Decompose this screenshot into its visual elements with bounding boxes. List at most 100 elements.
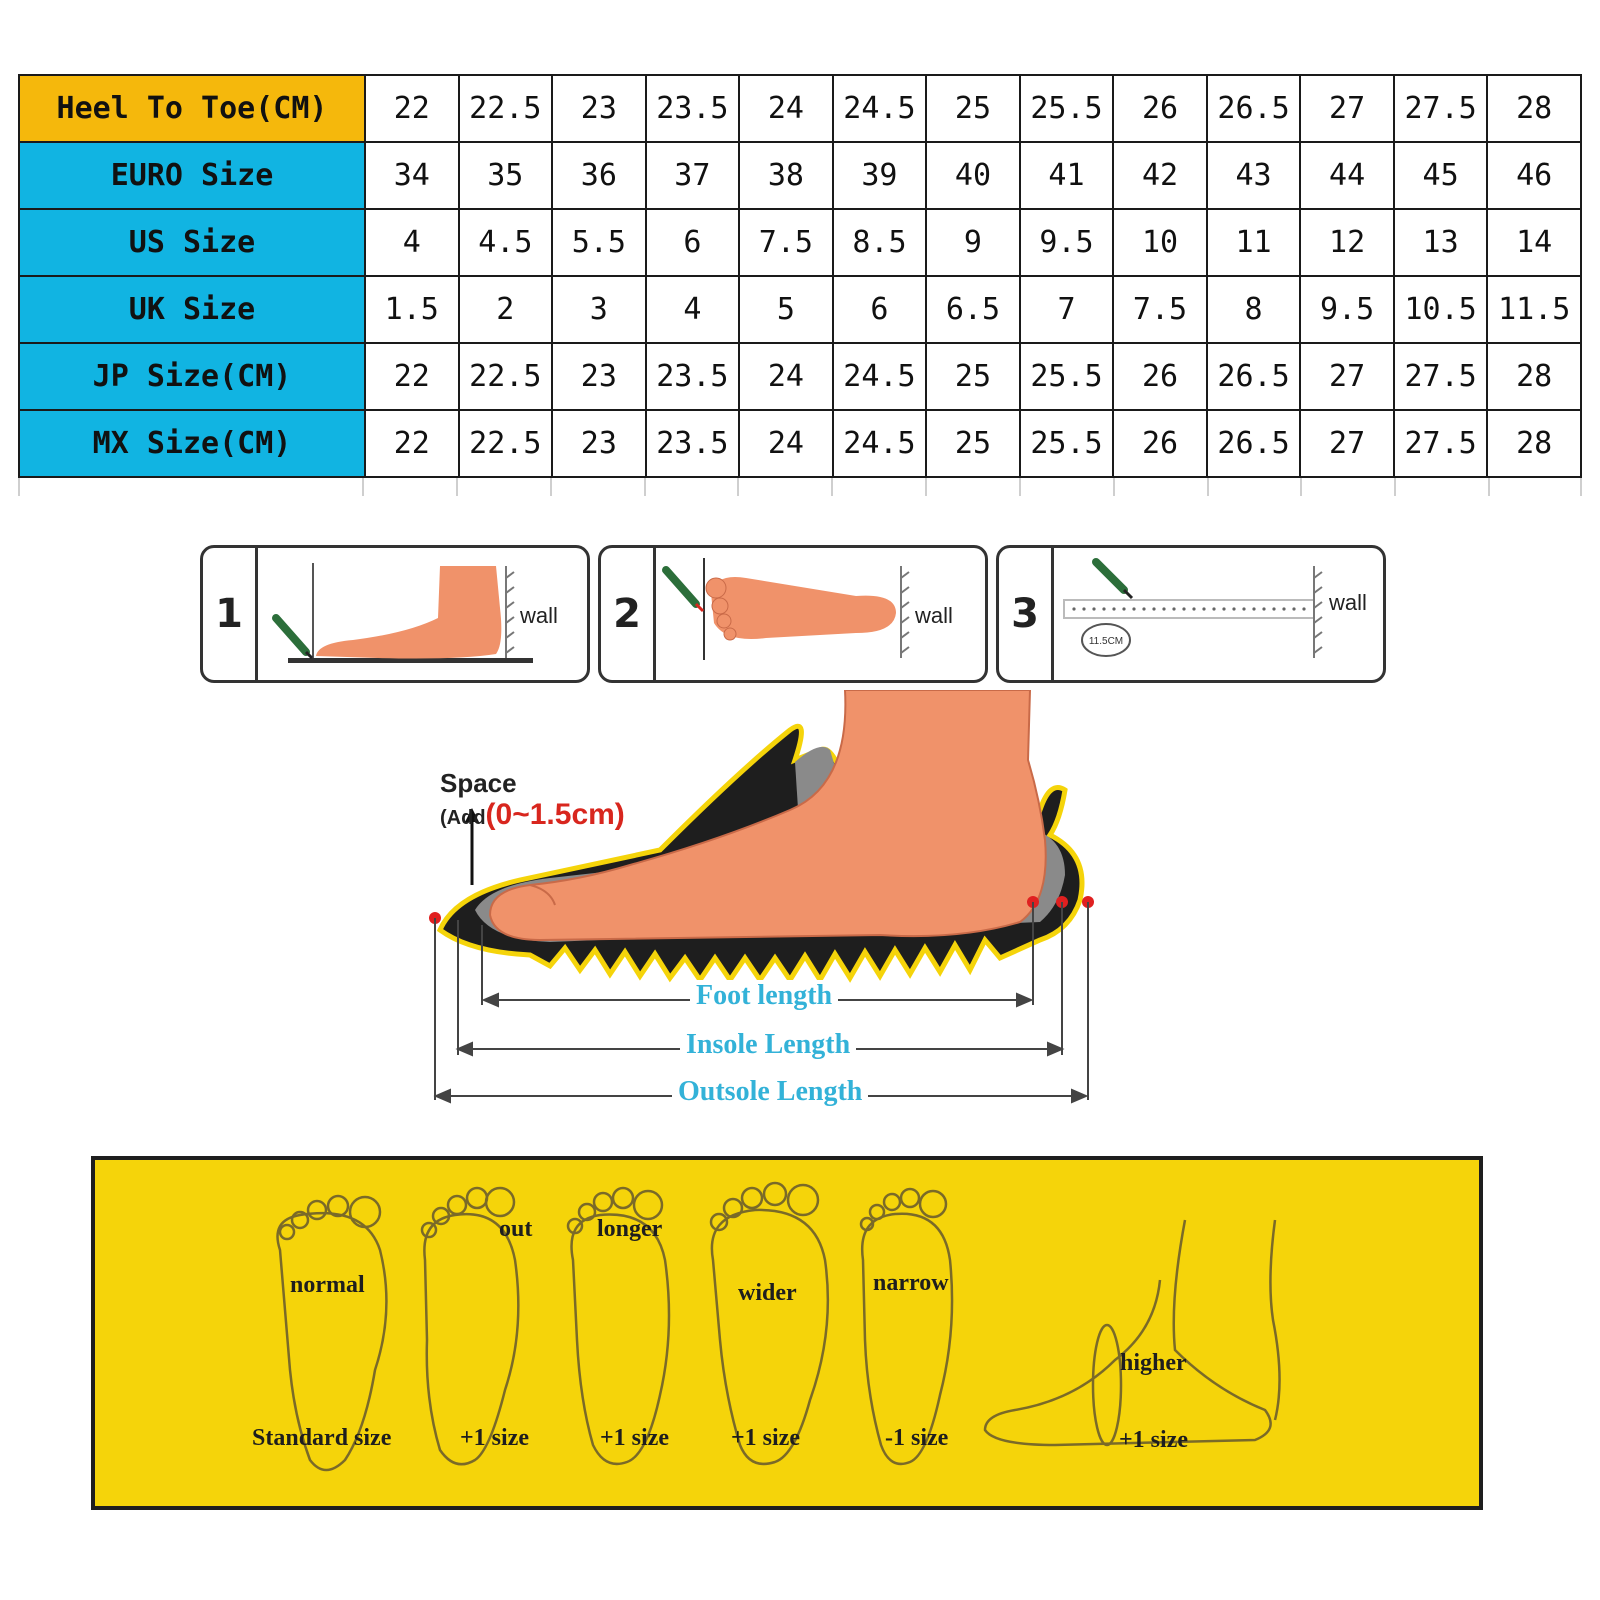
size-cell: 8 xyxy=(1205,275,1302,344)
size-cell: 28 xyxy=(1486,409,1582,478)
table-tick xyxy=(925,478,928,496)
step-1-panel: 1 wall xyxy=(200,545,590,683)
foot-type-label: longer xyxy=(597,1216,663,1242)
size-cell: 22.5 xyxy=(457,342,554,411)
size-cell: 37 xyxy=(644,141,741,210)
size-cell: 6 xyxy=(644,208,741,277)
table-tick xyxy=(455,478,458,496)
size-cell: 42 xyxy=(1112,141,1208,210)
size-advice-label: +1 size xyxy=(731,1425,800,1451)
narrow-foot-outline xyxy=(859,1187,954,1466)
size-cell: 6 xyxy=(831,275,928,344)
ruler-readout: 11.5CM xyxy=(1089,636,1123,647)
table-tick xyxy=(18,478,20,496)
size-cell: 38 xyxy=(738,141,834,210)
size-cell: 27.5 xyxy=(1392,342,1489,411)
size-cell: 24.5 xyxy=(831,342,928,411)
size-cell: 7 xyxy=(1018,275,1115,344)
pen-icon xyxy=(272,614,314,660)
size-cell: 24 xyxy=(738,74,834,143)
step-2-panel: 2 wall xyxy=(598,545,988,683)
size-cell: 10.5 xyxy=(1392,275,1489,344)
size-cell: 5.5 xyxy=(551,208,647,277)
size-cell: 9 xyxy=(925,208,1021,277)
table-tick xyxy=(1580,478,1582,496)
step-3-number: 3 xyxy=(999,548,1054,680)
size-cell: 22.5 xyxy=(457,74,554,143)
size-cell: 27 xyxy=(1299,74,1395,143)
outsole-length-label: Outsole Length xyxy=(672,1076,869,1108)
size-cell: 45 xyxy=(1392,141,1489,210)
wider-foot-outline xyxy=(709,1181,830,1466)
size-advice-label: Standard size xyxy=(252,1425,392,1451)
wall-label: wall xyxy=(915,603,953,628)
size-cell: 26.5 xyxy=(1205,409,1302,478)
size-advice-label: +1 size xyxy=(1119,1427,1188,1453)
size-cell: 11.5 xyxy=(1486,275,1582,344)
table-tick xyxy=(1018,478,1021,496)
size-cell: 43 xyxy=(1205,141,1302,210)
longer-foot-outline xyxy=(566,1186,671,1466)
size-row-header: EURO Size xyxy=(18,141,366,210)
size-cell: 25 xyxy=(925,74,1021,143)
size-advice-label: +1 size xyxy=(460,1425,529,1451)
size-advice-label: -1 size xyxy=(885,1425,949,1451)
normal-foot-outline xyxy=(276,1194,388,1472)
space-add-value: (0~1.5cm) xyxy=(485,798,625,831)
table-tick xyxy=(1394,478,1397,496)
size-cell: 35 xyxy=(457,141,554,210)
size-cell: 4.5 xyxy=(457,208,554,277)
size-cell: 26.5 xyxy=(1205,74,1302,143)
size-cell: 22 xyxy=(364,74,460,143)
higher-foot-outline xyxy=(983,1219,1281,1447)
foot-type-label: narrow xyxy=(873,1270,949,1296)
size-cell: 26 xyxy=(1112,342,1208,411)
size-cell: 13 xyxy=(1392,208,1489,277)
size-cell: 40 xyxy=(925,141,1021,210)
table-tick xyxy=(362,478,364,496)
size-cell: 22.5 xyxy=(457,409,554,478)
table-tick xyxy=(1112,478,1115,496)
size-cell: 24.5 xyxy=(831,74,928,143)
size-cell: 3 xyxy=(551,275,647,344)
space-title: Space xyxy=(440,768,517,798)
out-foot-outline xyxy=(420,1186,520,1466)
shoe-length-diagram xyxy=(429,690,1094,1104)
step-3-panel: 3 11.5CM wall xyxy=(996,545,1386,683)
size-cell: 34 xyxy=(364,141,460,210)
foot-type-label: normal xyxy=(290,1272,365,1298)
size-row-header: Heel To Toe(CM) xyxy=(18,74,366,143)
size-cell: 6.5 xyxy=(925,275,1021,344)
table-bottom-ticks xyxy=(18,478,1582,496)
size-cell: 9.5 xyxy=(1299,275,1395,344)
size-cell: 11 xyxy=(1205,208,1302,277)
size-cell: 25 xyxy=(925,409,1021,478)
size-cell: 23 xyxy=(551,409,647,478)
size-cell: 27.5 xyxy=(1392,409,1489,478)
size-cell: 23.5 xyxy=(644,409,741,478)
size-cell: 26.5 xyxy=(1205,342,1302,411)
step-2-number: 2 xyxy=(601,548,656,680)
space-add-prefix: (Add xyxy=(440,807,486,829)
size-cell: 4 xyxy=(364,208,460,277)
size-cell: 24.5 xyxy=(831,409,928,478)
size-cell: 8.5 xyxy=(831,208,928,277)
size-cell: 23 xyxy=(551,342,647,411)
size-cell: 46 xyxy=(1486,141,1582,210)
size-row-header: UK Size xyxy=(18,275,366,344)
foot-type-label: wider xyxy=(738,1280,797,1306)
size-row-header: MX Size(CM) xyxy=(18,409,366,478)
size-cell: 7.5 xyxy=(738,208,834,277)
size-cell: 22 xyxy=(364,342,460,411)
size-cell: 28 xyxy=(1486,342,1582,411)
foot-top-view-illustration xyxy=(662,558,910,660)
size-cell: 2 xyxy=(457,275,554,344)
size-cell: 28 xyxy=(1486,74,1582,143)
size-cell: 44 xyxy=(1299,141,1395,210)
size-cell: 23.5 xyxy=(644,74,741,143)
insole-length-label: Insole Length xyxy=(680,1029,857,1061)
